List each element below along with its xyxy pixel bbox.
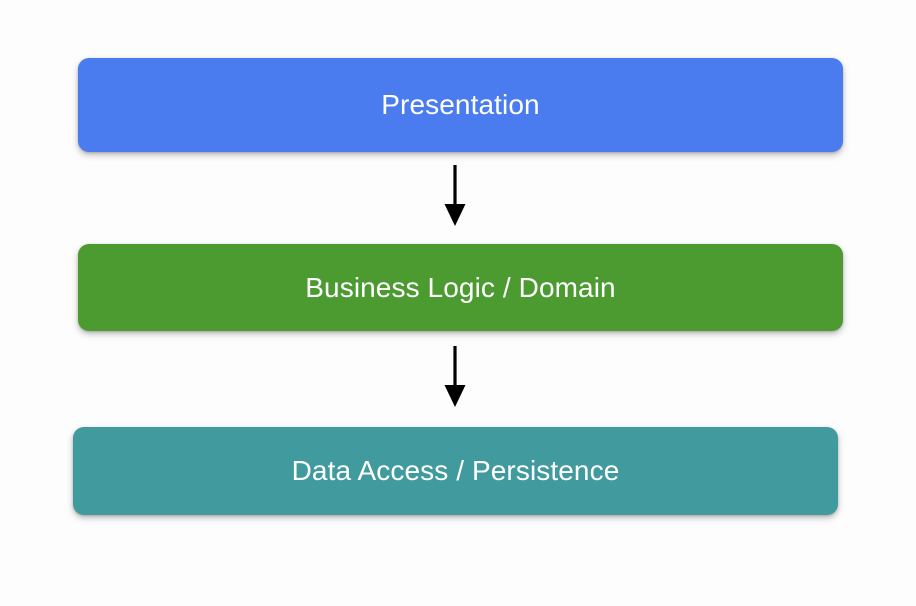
- layer-label-presentation: Presentation: [381, 89, 540, 120]
- arrow-down-icon-business-to-data: [444, 346, 466, 407]
- layer-box-business-logic[interactable]: Business Logic / Domain: [78, 244, 843, 331]
- layer-label-business-logic: Business Logic / Domain: [305, 271, 616, 303]
- arrow-head: [444, 385, 466, 407]
- layer-box-presentation[interactable]: Presentation: [78, 58, 843, 152]
- arrow-head: [444, 204, 466, 226]
- arrow-down-icon-presentation-to-business: [444, 165, 466, 226]
- layer-box-data-access[interactable]: Data Access / Persistence: [73, 427, 838, 515]
- layer-label-data-access: Data Access / Persistence: [291, 455, 620, 486]
